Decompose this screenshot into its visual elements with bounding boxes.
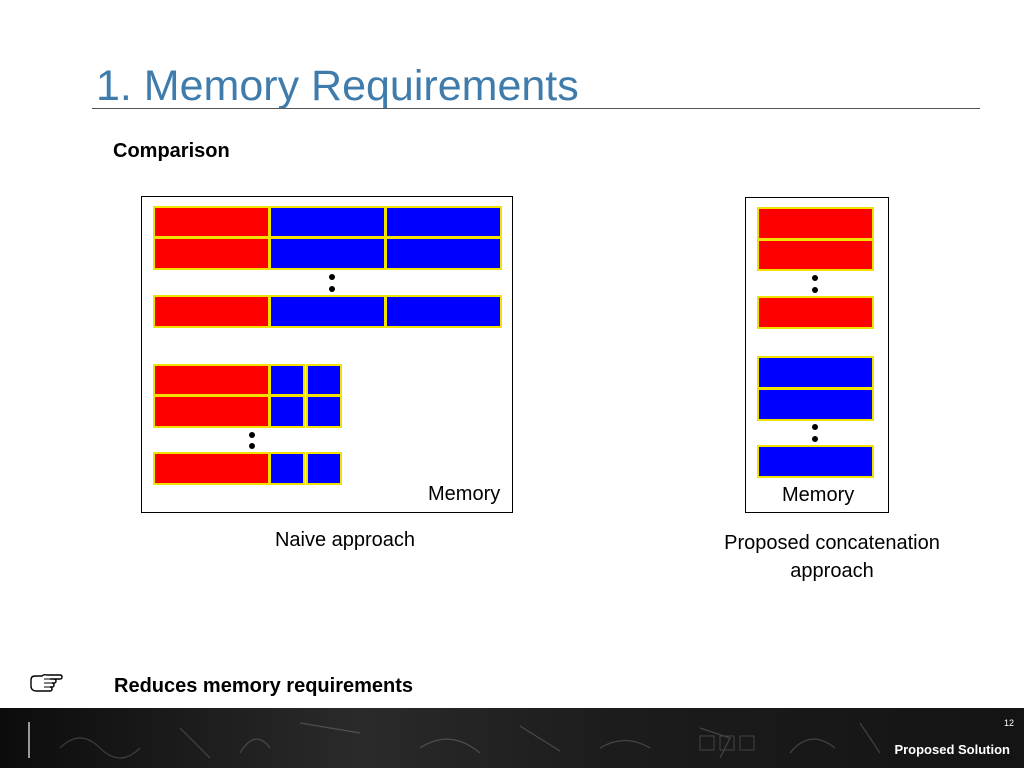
naive-small-blue-block xyxy=(306,395,342,428)
proposed-blue-block xyxy=(757,356,874,389)
ellipsis-dot xyxy=(329,286,335,292)
naive-red-block xyxy=(153,237,270,270)
ellipsis-dot xyxy=(249,432,255,438)
ellipsis-dot xyxy=(812,275,818,281)
proposed-caption: Proposed concatenation approach xyxy=(682,529,982,585)
naive-blue-block xyxy=(385,237,502,270)
proposed-red-block xyxy=(757,296,874,329)
proposed-memory-frame: Memory xyxy=(745,197,889,513)
proposed-blue-block xyxy=(757,445,874,478)
naive-blue-block xyxy=(385,295,502,328)
ellipsis-dot xyxy=(812,424,818,430)
naive-memory-frame: Memory xyxy=(141,196,513,513)
naive-small-blue-block xyxy=(306,364,342,396)
naive-red-block xyxy=(153,395,270,428)
footer-divider xyxy=(28,722,30,758)
naive-small-blue-block xyxy=(269,452,305,485)
footer-section-label: Proposed Solution xyxy=(894,742,1010,757)
naive-blue-block xyxy=(269,237,386,270)
proposed-red-block xyxy=(757,207,874,240)
naive-red-block xyxy=(153,364,270,396)
proposed-caption-line1: Proposed concatenation xyxy=(724,532,940,554)
naive-blue-block xyxy=(385,206,502,238)
page-number: 12 xyxy=(1003,718,1014,728)
pointing-hand-icon xyxy=(28,672,64,699)
title-underline xyxy=(92,108,980,109)
proposed-caption-line2: approach xyxy=(790,560,874,582)
footer-banner: 12 Proposed Solution xyxy=(0,708,1024,768)
ellipsis-dot xyxy=(812,436,818,442)
naive-small-blue-block xyxy=(306,452,342,485)
bullet-text: Reduces memory requirements xyxy=(114,675,414,697)
naive-red-block xyxy=(153,452,270,485)
proposed-red-block xyxy=(757,239,874,271)
proposed-memory-label: Memory xyxy=(782,484,855,506)
naive-small-blue-block xyxy=(269,364,305,396)
slide-title: 1. Memory Requirements xyxy=(96,62,579,110)
section-heading: Comparison xyxy=(113,140,230,162)
naive-small-blue-block xyxy=(269,395,305,428)
naive-memory-label: Memory xyxy=(428,483,501,505)
ellipsis-dot xyxy=(329,274,335,280)
naive-red-block xyxy=(153,295,270,328)
proposed-blue-block xyxy=(757,388,874,421)
footer-texture xyxy=(59,722,881,759)
naive-caption: Naive approach xyxy=(274,529,416,551)
naive-blue-block xyxy=(269,295,386,328)
ellipsis-dot xyxy=(812,287,818,293)
naive-blue-block xyxy=(269,206,386,238)
ellipsis-dot xyxy=(249,443,255,449)
naive-red-block xyxy=(153,206,270,238)
